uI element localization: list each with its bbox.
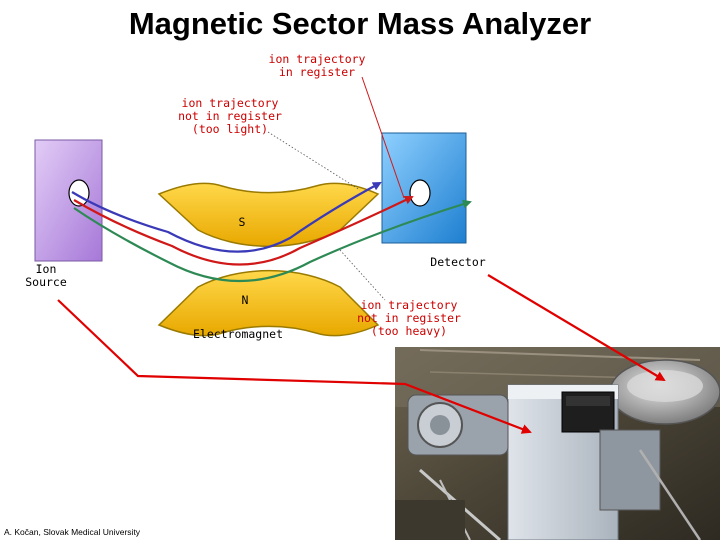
trajectory-too-light bbox=[71, 182, 382, 253]
instrument-photo bbox=[395, 347, 720, 540]
leader-in-register bbox=[361, 76, 405, 199]
leader-too-heavy bbox=[339, 249, 386, 301]
label-detector: Detector bbox=[430, 255, 486, 269]
magnet-pole-n bbox=[157, 269, 380, 337]
label-in-register: ion trajectory in register bbox=[268, 52, 366, 79]
footer-credit: A. Kočan, Slovak Medical University bbox=[4, 527, 141, 537]
page-title: Magnetic Sector Mass Analyzer bbox=[128, 6, 592, 41]
trajectory-in-register bbox=[73, 195, 414, 266]
label-ion-source: Ion Source bbox=[25, 262, 67, 289]
label-electromagnet: Electromagnet bbox=[192, 327, 283, 341]
pointer-detector-to-photo bbox=[487, 274, 666, 382]
ion-source-box bbox=[34, 139, 103, 262]
label-pole-n: N bbox=[241, 293, 249, 307]
magnet-pole-s bbox=[157, 182, 380, 248]
label-too-light: ion trajectory not in register (too ligh… bbox=[178, 96, 282, 136]
leader-too-light bbox=[267, 131, 361, 191]
label-pole-s: S bbox=[238, 215, 246, 229]
pointer-source-to-photo bbox=[57, 299, 532, 434]
detector-aperture bbox=[409, 179, 431, 207]
label-too-heavy: ion trajectory not in register (too heav… bbox=[357, 298, 461, 338]
trajectory-too-heavy bbox=[73, 199, 472, 282]
